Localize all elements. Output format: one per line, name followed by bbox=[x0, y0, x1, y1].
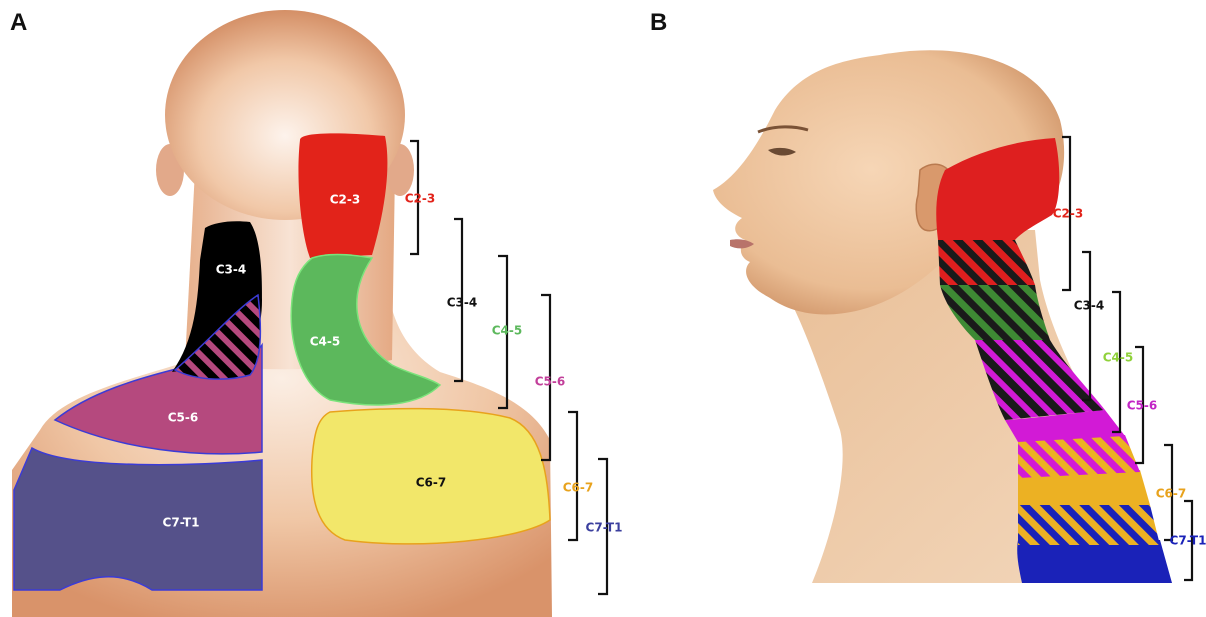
zone-c5-6-c6-hatch bbox=[1018, 435, 1140, 478]
bracket-b-c3-4 bbox=[1082, 252, 1090, 400]
bracket-label: C4-5 bbox=[492, 324, 523, 338]
bracket-label: C2-3 bbox=[405, 192, 436, 206]
bracket-c6-7 bbox=[568, 412, 577, 540]
bracket-label: C2-3 bbox=[1053, 207, 1084, 221]
bracket-label: C7-T1 bbox=[586, 521, 623, 535]
bracket-label: C3-4 bbox=[447, 296, 478, 310]
panel-letter-b: B bbox=[650, 9, 667, 36]
zone-label: C6-7 bbox=[416, 476, 447, 490]
bracket-label: C6-7 bbox=[1156, 487, 1187, 501]
zone-label: C2-3 bbox=[330, 193, 361, 207]
zone-c7-t1-side bbox=[1017, 540, 1172, 583]
zone-label: C5-6 bbox=[168, 411, 199, 425]
zone-c7-t1 bbox=[14, 448, 262, 590]
bracket-label: C5-6 bbox=[535, 375, 566, 389]
bracket-label: C4-5 bbox=[1103, 351, 1134, 365]
bracket-label: C6-7 bbox=[563, 481, 594, 495]
zone-c6-7-c7-hatch bbox=[1018, 505, 1160, 545]
zone-label: C4-5 bbox=[310, 335, 341, 349]
bracket-label: C3-4 bbox=[1074, 299, 1105, 313]
bracket-label: C5-6 bbox=[1127, 399, 1158, 413]
panel-letter-a: A bbox=[10, 9, 27, 36]
bracket-label: C7-T1 bbox=[1170, 534, 1206, 548]
zone-label: C3-4 bbox=[216, 263, 247, 277]
panel-b: B C2-3 C3-4 C4-5 C5-6 C6-7 bbox=[650, 9, 1206, 583]
panel-a: A C2-3 C3-4 C4-5 C5-6 C6-7 C7-T1 C2-3 bbox=[10, 9, 622, 617]
zone-label: C7-T1 bbox=[163, 516, 200, 530]
